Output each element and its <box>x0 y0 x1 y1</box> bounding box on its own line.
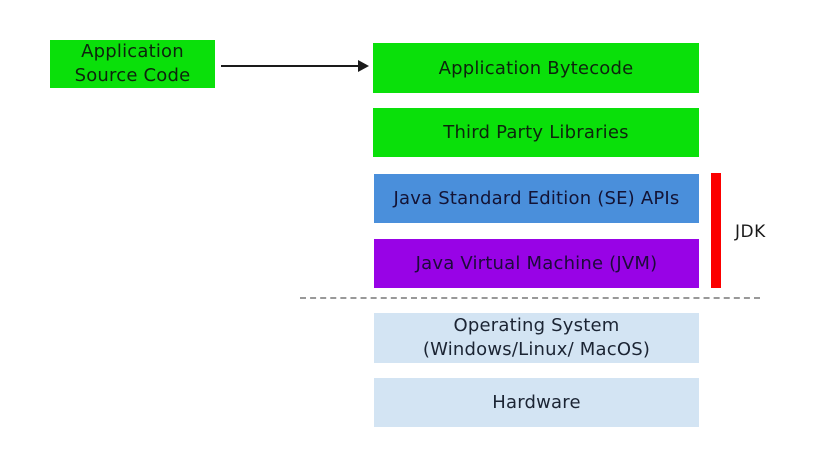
third-party-libraries-box: Third Party Libraries <box>373 108 699 157</box>
application-bytecode-box: Application Bytecode <box>373 43 699 93</box>
os-boundary-divider <box>300 297 760 299</box>
arrow-right-icon <box>221 65 361 67</box>
arrow-head-icon <box>358 60 369 72</box>
box-label-line: (Windows/Linux/ MacOS) <box>422 339 651 360</box>
application-source-code-box: Application Source Code <box>50 40 215 88</box>
box-label: Java Standard Edition (SE) APIs <box>393 188 680 209</box>
box-label: Java Virtual Machine (JVM) <box>415 253 658 274</box>
box-label: Application Bytecode <box>438 57 634 79</box>
box-label: Hardware <box>492 392 581 413</box>
box-label-line: Operating System <box>453 315 620 336</box>
java-se-apis-box: Java Standard Edition (SE) APIs <box>374 174 699 223</box>
jdk-bracket-bar <box>711 173 721 288</box>
jdk-label: JDK <box>735 222 766 242</box>
hardware-box: Hardware <box>374 378 699 427</box>
box-label: Third Party Libraries <box>443 122 629 143</box>
jvm-box: Java Virtual Machine (JVM) <box>374 239 699 288</box>
box-label-line: Application <box>81 41 184 62</box>
box-label-line: Source Code <box>74 65 191 86</box>
operating-system-box: Operating System (Windows/Linux/ MacOS) <box>374 313 699 363</box>
